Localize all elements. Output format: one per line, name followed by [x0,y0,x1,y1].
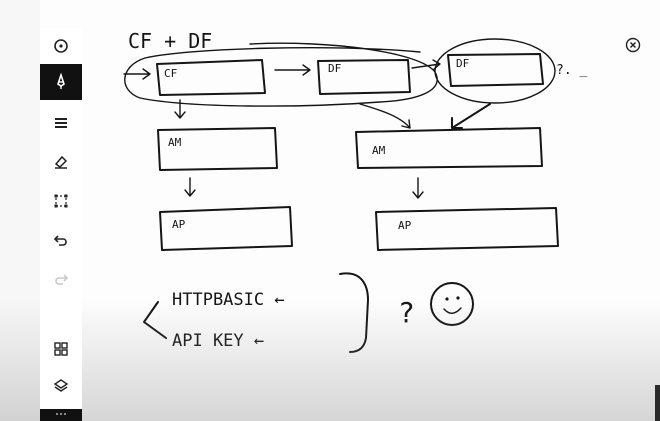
pages-button[interactable] [40,331,82,367]
layers-icon [53,379,69,392]
selection-tool-button[interactable] [40,183,82,219]
grid-icon [54,342,68,356]
target-icon [54,39,68,53]
box-df-2 [447,53,544,87]
box-ap-right-label: AP [398,219,412,232]
box-df-1-label: DF [328,62,341,75]
brace-left [143,301,167,339]
arrow-am-to-ap-right [412,177,424,199]
arrow-df2-to-am-right [451,103,491,129]
arrow-df-to-df [411,59,441,70]
redo-icon [55,274,69,285]
group-loop-cf-df [124,42,438,107]
group-loop-df [434,38,556,104]
box-am-left [157,127,278,171]
arrow-into-cf [123,68,151,80]
auth-apikey: API KEY ← [172,331,264,351]
box-ap-left-label: AP [172,218,186,231]
smiley-face [430,282,474,326]
box-df-1 [317,59,411,95]
undo-button[interactable] [40,222,82,258]
device-edge [655,385,660,421]
sketch-heading: CF + DF [128,29,212,53]
box-df-2-label: DF [456,57,469,70]
close-circle-icon [625,37,641,53]
hamburger-icon [55,118,67,128]
selection-icon [54,194,68,208]
smiley-mouth [443,307,462,314]
box-am-left-label: AM [168,136,182,149]
arrow-tail-text: ?. _ [556,63,587,78]
eraser-icon [54,155,68,169]
close-button[interactable] [624,36,642,54]
arrow-df-to-am-right [359,103,411,129]
auth-httpbasic: HTTPBASIC ← [172,290,285,310]
box-cf [156,59,266,96]
menu-button[interactable] [40,105,82,141]
arrow-cf-to-df [274,64,311,76]
box-ap-left [159,206,293,251]
question-mark: ? [398,296,415,329]
arrow-cf-to-am [174,99,186,119]
box-am-right-label: AM [372,144,386,157]
box-am-right [355,127,543,169]
bracket-right [339,272,369,353]
eraser-tool-button[interactable] [40,144,82,180]
left-toolbar [40,28,82,421]
undo-icon [53,235,67,246]
toolbar-bottom-handle[interactable] [40,409,82,421]
box-cf-label: CF [164,67,177,80]
pen-icon [57,73,65,89]
smiley-eye-right [456,296,460,300]
arrow-am-to-ap-left [184,177,196,197]
pen-tool-button[interactable] [40,64,82,100]
smiley-eye-left [445,297,449,301]
box-ap-right [375,207,559,251]
layers-button[interactable] [40,368,82,404]
redo-button[interactable] [40,261,82,297]
page-settings-button[interactable] [40,28,82,64]
